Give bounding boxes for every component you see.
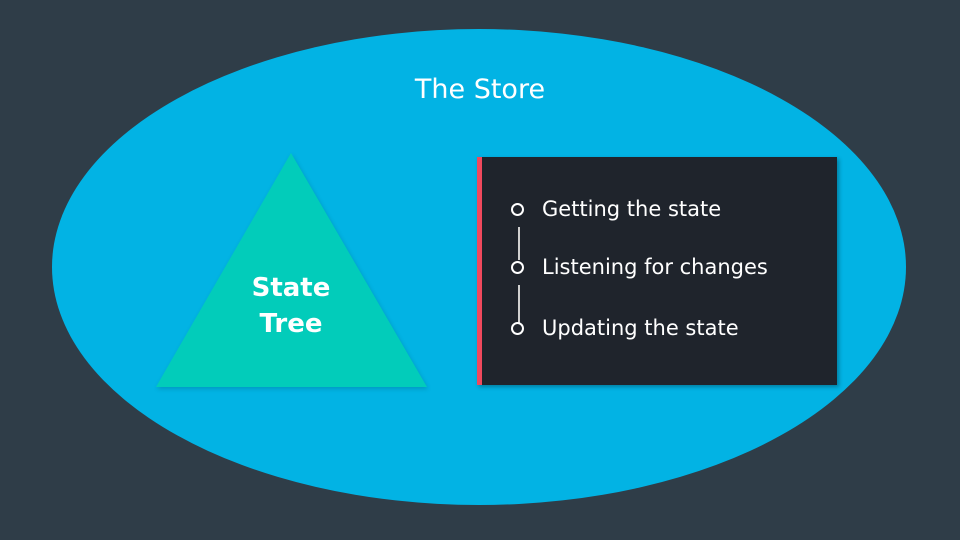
- list-item: Getting the state: [511, 197, 721, 221]
- accent-bar: [477, 157, 482, 385]
- store-functions-panel: Getting the state Listening for changes …: [477, 157, 837, 385]
- store-title: The Store: [414, 74, 546, 105]
- connector-line: [518, 285, 520, 323]
- list-item: Listening for changes: [511, 255, 768, 279]
- circle-icon: [511, 260, 524, 274]
- circle-icon: [511, 202, 524, 216]
- circle-icon: [511, 321, 524, 335]
- connector-line: [518, 227, 520, 260]
- state-tree-label: State Tree: [251, 273, 331, 339]
- list-item: Updating the state: [511, 316, 739, 340]
